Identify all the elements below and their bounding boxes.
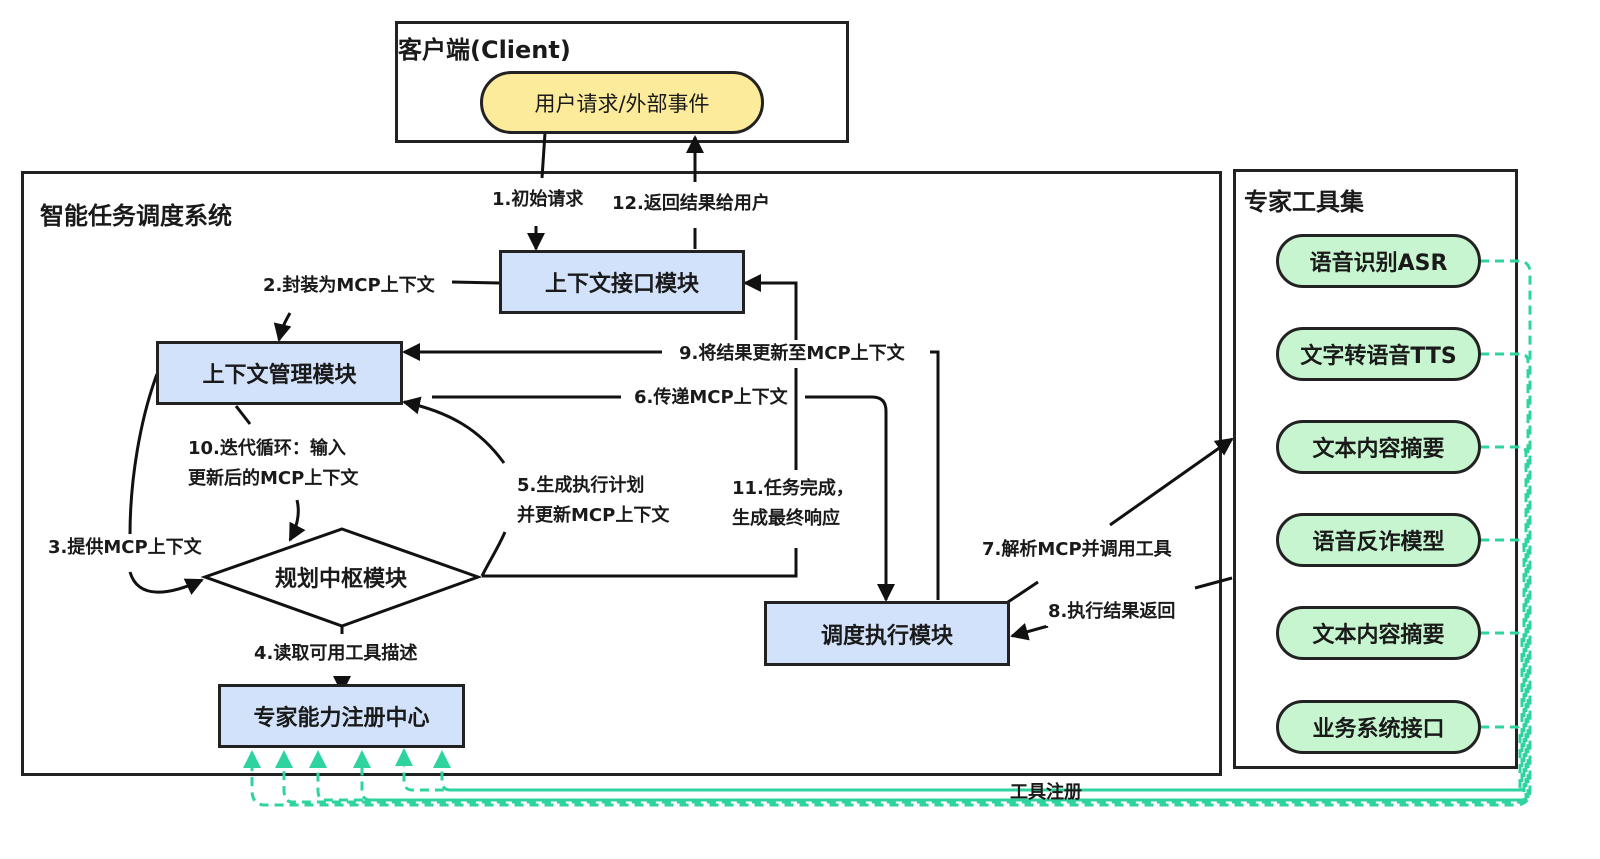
planning-hub-diamond (200, 527, 483, 628)
system-container: 智能任务调度系统 (21, 171, 1222, 776)
edge-7-arrow (1109, 437, 1234, 527)
edge-label-2: 2.封装为MCP上下文 (261, 272, 437, 300)
edge-label-8: 8.执行结果返回 (1046, 598, 1178, 626)
client-title: 客户端(Client) (398, 36, 571, 64)
edge-label-1: 1.初始请求 (490, 186, 586, 214)
edge-11-line-b (743, 274, 798, 470)
registration-line-3 (309, 445, 1528, 802)
user-request-node[interactable]: 用户请求/外部事件 (480, 71, 764, 134)
tool-voice-antifraud[interactable]: 语音反诈模型 (1276, 513, 1481, 567)
edge-2-arrow (273, 312, 292, 342)
tool-business-interface[interactable]: 业务系统接口 (1276, 700, 1481, 754)
context-interface-module[interactable]: 上下文接口模块 (499, 250, 745, 314)
tool-text-summary[interactable]: 文本内容摘要 (1276, 420, 1481, 474)
edge-1-line-a (540, 132, 547, 179)
toolset-title: 专家工具集 (1244, 188, 1364, 216)
edge-7-line (1007, 580, 1039, 604)
edge-8-arrow (1010, 623, 1049, 641)
system-title: 智能任务调度系统 (40, 202, 232, 230)
edge-9-line (930, 350, 940, 600)
edge-3-line (128, 373, 159, 536)
tool-asr[interactable]: 语音识别ASR (1276, 234, 1481, 288)
edge-11-line-a (482, 548, 798, 578)
toolset-container: 专家工具集 (1233, 169, 1518, 769)
edge-label-11-line1: 11.任务完成， (730, 474, 856, 504)
edge-8-line (1194, 576, 1233, 590)
edge-label-10-line2: 更新后的MCP上下文 (186, 464, 361, 494)
planning-hub-module[interactable]: 规划中枢模块 (274, 567, 408, 592)
edge-label-11-line2: 生成最终响应 (730, 504, 842, 534)
edge-label-5-line1: 5.生成执行计划 (515, 471, 647, 501)
tool-tts[interactable]: 文字转语音TTS (1276, 327, 1481, 381)
edge-label-6: 6.传递MCP上下文 (632, 384, 790, 412)
registration-line-4 (353, 538, 1526, 802)
edge-label-3: 3.提供MCP上下文 (46, 534, 204, 562)
tool-text-summary-2[interactable]: 文本内容摘要 (1276, 606, 1481, 660)
dispatch-executor-module[interactable]: 调度执行模块 (764, 601, 1010, 666)
edge-5-arrow (402, 396, 506, 464)
edge-label-5-line2: 并更新MCP上下文 (515, 501, 672, 531)
registration-line-5 (395, 631, 1524, 792)
edge-6-line-b (805, 395, 895, 602)
edge-2-line (451, 280, 500, 285)
edge-3-arrow (128, 571, 204, 595)
edge-10-line (234, 405, 252, 425)
edge-5-line (480, 531, 507, 577)
edge-label-10-line1: 10.迭代循环：输入 (186, 434, 348, 464)
edge-10-arrow (288, 499, 306, 542)
registration-label: 工具注册 (1010, 782, 1082, 803)
registry-center-module[interactable]: 专家能力注册中心 (218, 684, 465, 748)
edge-label-9: 9.将结果更新至MCP上下文 (677, 340, 907, 368)
client-container: 客户端(Client) (395, 21, 849, 143)
edge-label-12: 12.返回结果给用户 (610, 190, 772, 218)
edge-label-4: 4.读取可用工具描述 (252, 640, 420, 668)
registration-line-6 (433, 725, 1522, 792)
edge-label-7: 7.解析MCP并调用工具 (980, 536, 1174, 564)
context-manager-module[interactable]: 上下文管理模块 (156, 341, 403, 405)
